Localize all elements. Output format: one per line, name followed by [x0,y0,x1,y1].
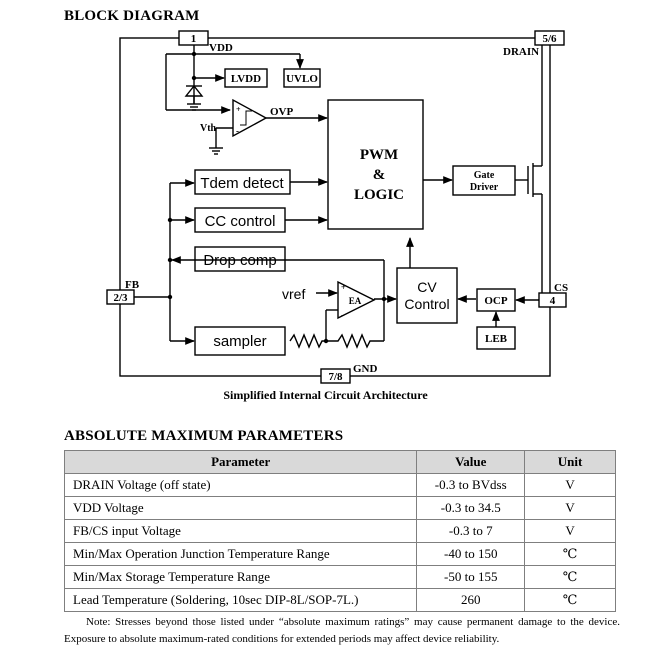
uvlo-label: UVLO [286,73,318,85]
absolute-max-heading: ABSOLUTE MAXIMUM PARAMETERS [64,428,344,444]
gate-driver-line1: Gate [474,170,495,181]
pin-cs [538,292,567,308]
gate-driver-line2: Driver [470,182,499,193]
cell-value: -0.3 to 34.5 [416,496,526,520]
ea-label: EA [349,296,362,306]
cell-parameter: Min/Max Operation Junction Temperature R… [63,542,418,566]
pin-drain [534,30,565,46]
pin-gnd-label: GND [353,363,378,375]
table-row: DRAIN Voltage (off state) -0.3 to BVdss … [63,473,616,497]
diagram-caption: Simplified Internal Circuit Architecture [223,388,428,402]
cell-value: 260 [416,588,526,612]
ovp-plus: + [236,105,241,114]
cell-parameter: FB/CS input Voltage [63,519,418,543]
pin-gnd [320,368,351,384]
pin-vdd-label: VDD [209,42,233,54]
pwm-label-3: LOGIC [354,187,404,203]
cell-value: -0.3 to BVdss [416,473,526,497]
absolute-max-table: Parameter Value Unit DRAIN Voltage (off … [63,450,616,612]
header-value: Value [416,450,526,474]
pin-fb [106,289,135,305]
header-unit: Unit [524,450,616,474]
cell-value: -0.3 to 7 [416,519,526,543]
cell-unit: ℃ [524,588,616,612]
drop-comp-block [194,246,286,272]
pin-drain-number: 5/6 [542,33,557,45]
pin-cs-label: CS [554,282,568,294]
drop-label: Drop comp [203,252,276,269]
cv-label-2: Control [404,296,449,312]
table-row: Min/Max Storage Temperature Range -50 to… [63,565,616,589]
pwm-label-2: & [373,167,386,183]
pin-drain-label: DRAIN [503,46,539,58]
pwm-label-1: PWM [360,147,398,163]
pin-fb-label: FB [125,279,140,291]
cell-unit: ℃ [524,542,616,566]
cell-parameter: DRAIN Voltage (off state) [63,473,418,497]
cell-unit: ℃ [524,565,616,589]
ea-plus: + [341,283,346,292]
cell-parameter: Lead Temperature (Soldering, 10sec DIP-8… [63,588,418,612]
table-row: VDD Voltage -0.3 to 34.5 V [63,496,616,520]
header-parameter: Parameter [63,450,418,474]
vth-label: Vth [200,123,217,134]
ocp-label: OCP [484,295,508,307]
cell-value: -40 to 150 [416,542,526,566]
table-row: Min/Max Operation Junction Temperature R… [63,542,616,566]
resistor-1 [289,333,326,349]
ovp-minus: - [236,126,239,136]
ovp-label: OVP [270,106,294,118]
table-header-row: Parameter Value Unit [63,450,616,474]
leb-label: LEB [485,333,508,345]
ovp-comparator [232,98,268,138]
pwm-logic-block [327,99,424,230]
cell-unit: V [524,519,616,543]
ocp-block [476,288,516,312]
tdem-label: Tdem detect [200,175,284,192]
cv-label-1: CV [417,279,437,295]
pin-vdd [178,30,209,46]
ea-minus: - [341,310,344,320]
lvdd-label: LVDD [231,73,261,85]
table-row: FB/CS input Voltage -0.3 to 7 V [63,519,616,543]
sampler-label: sampler [213,333,266,350]
cc-label: CC control [205,213,276,230]
cell-value: -50 to 155 [416,565,526,589]
error-amplifier [337,280,376,320]
block-diagram-heading: BLOCK DIAGRAM [64,8,200,24]
cv-control-block [396,267,458,324]
stress-note: Note: Stresses beyond those listed under… [64,616,620,645]
pin-gnd-number: 7/8 [328,371,343,383]
vref-label: vref [282,286,305,302]
table-row: Lead Temperature (Soldering, 10sec DIP-8… [63,588,616,612]
resistor-2 [326,333,384,349]
cell-unit: V [524,496,616,520]
chip-outline [119,37,551,377]
sampler-block [194,326,286,356]
pin-cs-number: 4 [550,295,556,307]
block-diagram: 1 VDD 5/6 DRAIN 2/3 FB 4 CS 7/8 GND LVDD… [106,30,568,384]
cell-parameter: Min/Max Storage Temperature Range [63,565,418,589]
pin-fb-number: 2/3 [113,292,128,304]
cell-unit: V [524,473,616,497]
cell-parameter: VDD Voltage [63,496,418,520]
pin-vdd-number: 1 [191,33,197,45]
